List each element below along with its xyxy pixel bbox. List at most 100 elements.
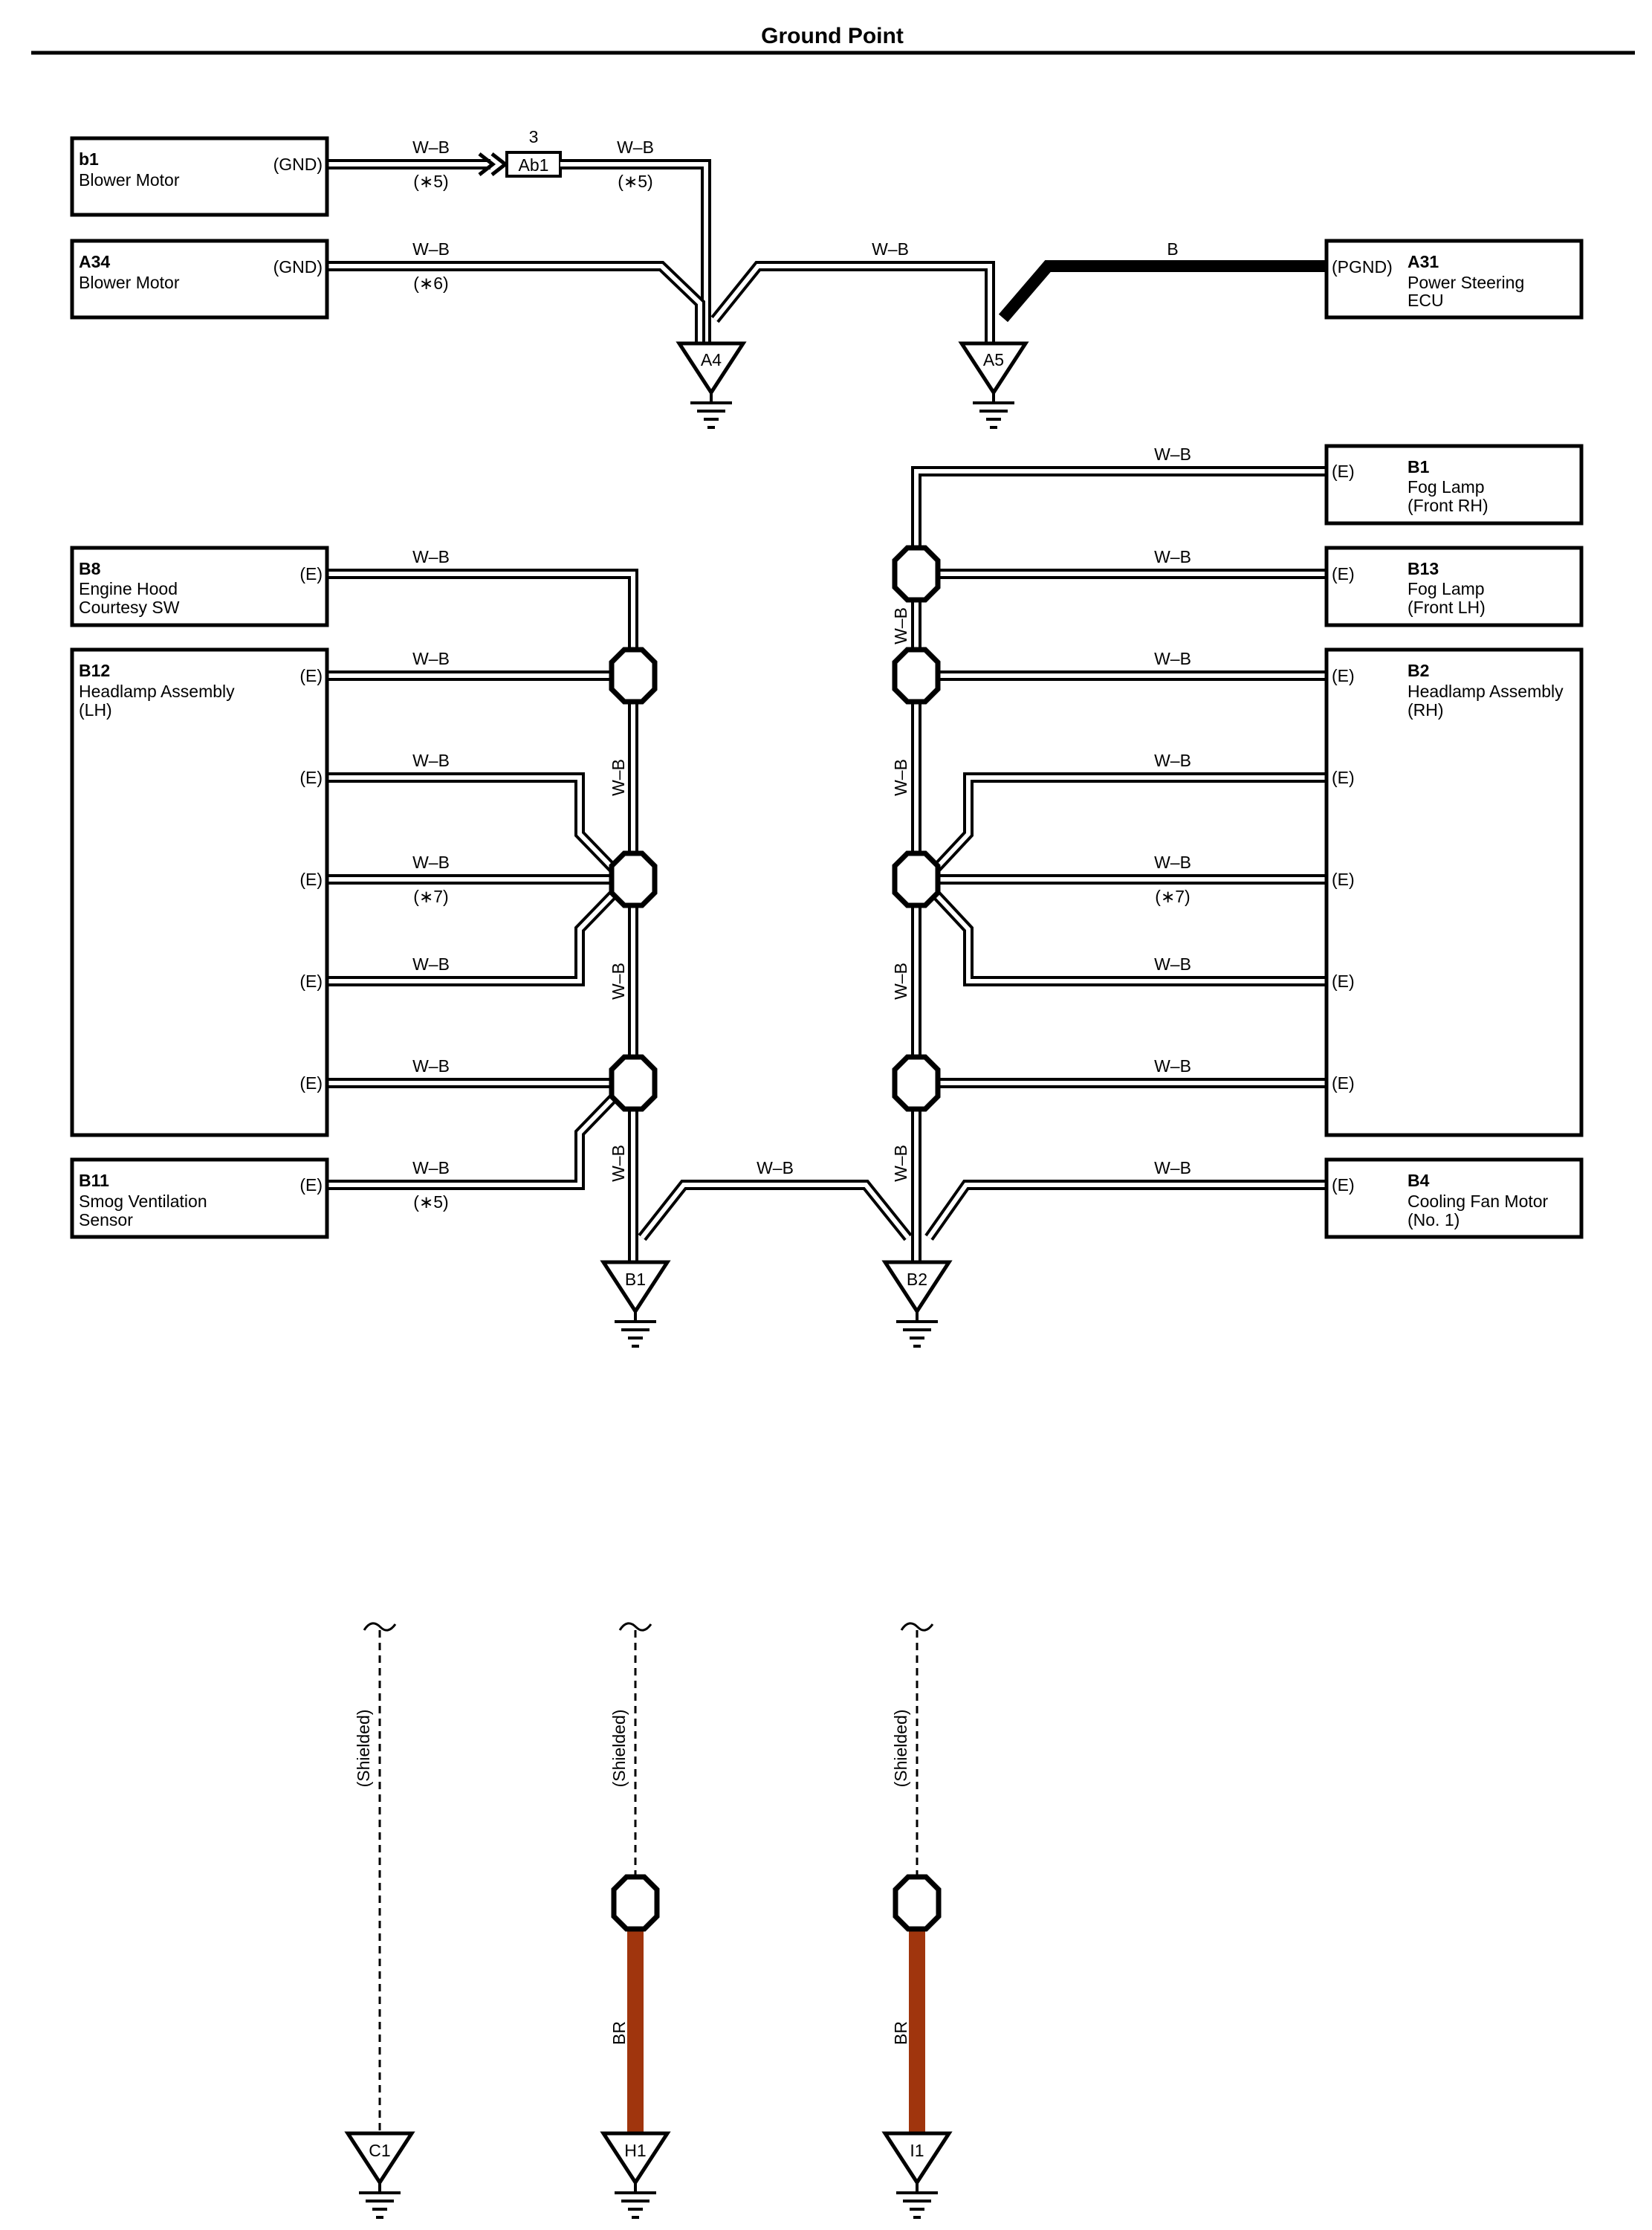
component-b11-smog-ventilation-sensor: B11 Smog Ventilation Sensor (E): [70, 1157, 329, 1239]
wire-color-label: W–B: [412, 954, 450, 974]
wire-color-label: W–B: [1154, 649, 1191, 668]
svg-text:Cooling Fan Motor: Cooling Fan Motor: [1408, 1192, 1549, 1211]
svg-text:ECU: ECU: [1408, 291, 1444, 310]
svg-text:(E): (E): [299, 564, 323, 584]
wire-color-label-vertical: W–B: [891, 1145, 910, 1182]
svg-text:B2: B2: [907, 1270, 927, 1289]
svg-text:B4: B4: [1408, 1171, 1430, 1190]
ground-h1: H1: [600, 2131, 671, 2219]
wire-color-label: W–B: [412, 1056, 450, 1076]
svg-text:I1: I1: [910, 2141, 924, 2160]
svg-text:A31: A31: [1408, 252, 1439, 271]
inline-connector-ab1-label: Ab1: [519, 155, 549, 175]
wire-color-label: B: [1167, 239, 1178, 259]
svg-text:Headlamp Assembly: Headlamp Assembly: [79, 682, 235, 701]
svg-text:(E): (E): [1332, 1073, 1355, 1093]
svg-text:B8: B8: [79, 559, 101, 578]
note-label: (∗7): [1155, 887, 1190, 906]
wire-color-label: W–B: [412, 649, 450, 668]
junction-octagon: [893, 1874, 942, 1932]
svg-text:B2: B2: [1408, 661, 1429, 680]
svg-text:(E): (E): [299, 972, 323, 991]
ground-a4: A4: [676, 341, 747, 429]
wire-color-label: W–B: [412, 751, 450, 770]
ground-b2: B2: [881, 1260, 953, 1348]
wire-b12-pin2: [327, 772, 627, 882]
wire-left-trunk: [327, 569, 638, 1262]
component-b13-fog-lamp-front-lh: (E) B13 Fog Lamp (Front LH): [1324, 546, 1584, 627]
svg-text:B13: B13: [1408, 559, 1439, 578]
wire-b11: [327, 1085, 627, 1190]
svg-text:Power Steering: Power Steering: [1408, 273, 1524, 292]
svg-text:(E): (E): [299, 1073, 323, 1093]
wire-color-label: W–B: [1154, 1158, 1191, 1177]
shield-i1: [900, 1622, 934, 1877]
wire-b12-pin4: [327, 881, 627, 986]
svg-text:B1: B1: [625, 1270, 646, 1289]
component-b1-fog-lamp-front-rh: (E) B1 Fog Lamp (Front RH): [1324, 444, 1584, 526]
note-label: (∗5): [413, 1192, 448, 1212]
wire-color-label-vertical: BR: [609, 2021, 629, 2045]
shielded-label: (Shielded): [354, 1710, 373, 1788]
wire-ab1-to-a4: [560, 159, 711, 343]
component-b4-cooling-fan-motor: (E) B4 Cooling Fan Motor (No. 1): [1324, 1157, 1584, 1239]
svg-text:(GND): (GND): [273, 155, 323, 174]
svg-text:(E): (E): [1332, 768, 1355, 787]
wire-color-label: W–B: [1154, 853, 1191, 872]
wire-a34-to-a4: [327, 261, 705, 343]
svg-text:Engine Hood: Engine Hood: [79, 579, 178, 598]
inline-connector-ab1-pin: 3: [529, 127, 539, 146]
wire-right-trunk: [911, 466, 1327, 1262]
svg-text:(Front RH): (Front RH): [1408, 496, 1489, 515]
wire-color-label: W–B: [412, 547, 450, 566]
svg-text:(E): (E): [1332, 972, 1355, 991]
svg-text:C1: C1: [369, 2141, 390, 2160]
wire-color-label: W–B: [1154, 445, 1191, 464]
svg-text:(No. 1): (No. 1): [1408, 1210, 1460, 1229]
wire-color-label-vertical: W–B: [891, 963, 910, 1000]
svg-text:(E): (E): [1332, 666, 1355, 685]
ground-a5: A5: [958, 341, 1029, 429]
wire-color-label-vertical: W–B: [609, 1145, 628, 1182]
junction-octagon: [611, 1874, 660, 1932]
component-b12-headlamp-assembly-lh: B12 Headlamp Assembly (LH) (E) (E) (E) (…: [70, 647, 329, 1137]
wire-color-label: W–B: [1154, 547, 1191, 566]
component-a34-blower-motor: A34 Blower Motor (GND): [70, 239, 329, 320]
svg-text:Fog Lamp: Fog Lamp: [1408, 477, 1485, 497]
wire-a4-to-a5: [710, 261, 995, 343]
component-b1-blower-motor: b1 Blower Motor (GND): [70, 136, 329, 217]
shield-h1: [618, 1622, 652, 1877]
wire-color-label: W–B: [1154, 954, 1191, 974]
svg-text:(E): (E): [1332, 564, 1355, 584]
page-title: Ground Point: [761, 24, 904, 48]
svg-text:b1: b1: [79, 149, 99, 169]
note-label: (∗5): [413, 172, 448, 191]
wire-color-label: W–B: [412, 138, 450, 157]
wire-color-label: W–B: [757, 1158, 794, 1177]
component-a31-power-steering-ecu: (PGND) A31 Power Steering ECU: [1324, 239, 1584, 320]
junction-octagons: [609, 545, 941, 1112]
svg-text:Smog Ventilation: Smog Ventilation: [79, 1192, 207, 1211]
wire-a31-to-a5: [998, 260, 1327, 323]
wire-color-label: W–B: [1154, 751, 1191, 770]
svg-text:A34: A34: [79, 252, 110, 271]
ground-b1: B1: [600, 1260, 671, 1348]
wire-color-label: W–B: [617, 138, 654, 157]
note-label: (∗7): [413, 887, 448, 906]
ground-c1: C1: [344, 2131, 415, 2219]
svg-text:Headlamp Assembly: Headlamp Assembly: [1408, 682, 1564, 701]
svg-text:(GND): (GND): [273, 257, 323, 277]
svg-text:(E): (E): [299, 768, 323, 787]
wire-b2-pin2: [922, 772, 1327, 882]
wire-color-label: W–B: [872, 239, 909, 259]
wire-color-label: W–B: [412, 853, 450, 872]
svg-text:Blower Motor: Blower Motor: [79, 170, 180, 190]
wire-b2-pin4: [922, 881, 1327, 986]
svg-text:(E): (E): [1332, 462, 1355, 481]
svg-text:B1: B1: [1408, 457, 1430, 476]
svg-text:Courtesy SW: Courtesy SW: [79, 598, 180, 617]
svg-text:(Front LH): (Front LH): [1408, 598, 1486, 617]
ground-i1: I1: [881, 2131, 953, 2219]
wire-color-label: W–B: [412, 1158, 450, 1177]
svg-text:(RH): (RH): [1408, 700, 1444, 720]
